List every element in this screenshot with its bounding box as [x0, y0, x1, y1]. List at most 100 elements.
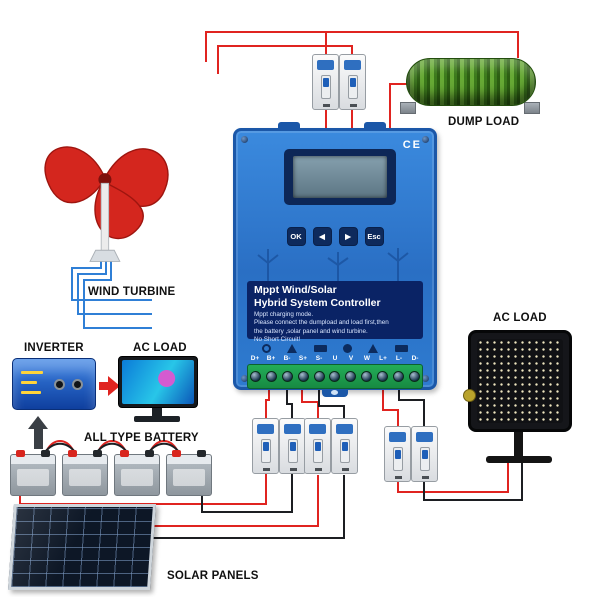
dump-load-coil [406, 58, 536, 106]
dump-load [398, 56, 546, 114]
positive-terminal-icon [120, 450, 129, 457]
battery-sticker [173, 469, 205, 486]
terminal-label: L+ [379, 355, 387, 362]
esc-button[interactable]: Esc [364, 227, 384, 246]
warning-icon [368, 343, 379, 353]
terminal-label: U [332, 355, 338, 362]
mount-tab [364, 122, 386, 131]
breaker-toggle-icon [420, 447, 430, 471]
terminal-screw [361, 371, 373, 382]
led-panel-foot [486, 456, 552, 463]
breaker-pole [331, 418, 358, 474]
terminal-screw [345, 371, 357, 382]
monitor-screen [122, 360, 194, 404]
mount-tab [278, 122, 300, 131]
turbine-base [89, 249, 121, 262]
outlet-icon [54, 379, 65, 390]
ce-mark: CE [402, 139, 422, 151]
breaker-pole [411, 426, 438, 482]
controller-buttons: OK ◀ ▶ Esc [236, 227, 434, 246]
mount-tab [322, 387, 348, 397]
turbine-phase-wires [71, 250, 152, 329]
negative-terminal-icon [197, 450, 206, 457]
negative-terminal-icon [93, 450, 102, 457]
controller-title-line1: Mppt Wind/Solar [254, 284, 337, 296]
status-icons-row [254, 342, 416, 354]
lamp-icon [343, 343, 353, 353]
controller-title-line2: Hybrid System Controller [254, 296, 381, 309]
battery-icon [313, 344, 327, 352]
breaker-toggle-icon [393, 447, 403, 471]
negative-terminal-icon [41, 450, 50, 457]
dump-load-bracket [524, 102, 540, 114]
positive-terminal-icon [172, 450, 181, 457]
battery [166, 450, 212, 496]
breaker-pole [304, 418, 331, 474]
controller-info-line1: Mppt charging mode. [254, 311, 314, 319]
terminal-label: S+ [298, 355, 308, 362]
dump-load-label: DUMP LOAD [448, 116, 520, 128]
sun-icon [262, 343, 272, 353]
right-arrow-button[interactable]: ▶ [338, 227, 358, 246]
controller-info-line2: Please connect the dumpload and load fir… [254, 319, 389, 327]
battery-sticker [17, 469, 49, 486]
breaker-toggle-icon [348, 75, 358, 99]
solar-cell-grid [11, 507, 153, 587]
controller-info-line3: the battery ,solar panel and wind turbin… [254, 327, 368, 335]
terminal-label: D- [411, 355, 419, 362]
inverter-detail [21, 391, 41, 394]
terminal-screw [250, 371, 262, 382]
screw-icon [241, 136, 248, 143]
screw-icon [422, 375, 429, 382]
inverter-detail [21, 371, 43, 374]
terminal-label: B+ [266, 355, 276, 362]
wind-turbine-graphic [44, 146, 169, 262]
breaker-pole [312, 54, 339, 110]
ac-load-right-label: AC LOAD [493, 312, 547, 324]
breaker-pole [279, 418, 306, 474]
terminal-label: V [348, 355, 354, 362]
left-arrow-button[interactable]: ◀ [312, 227, 332, 246]
solar-panel [8, 504, 157, 590]
ok-button[interactable]: OK [286, 227, 306, 246]
battery [114, 450, 160, 496]
terminal-label: L- [395, 355, 403, 362]
battery-breaker [252, 418, 306, 474]
battery [10, 450, 56, 496]
breaker-toggle-icon [313, 439, 323, 463]
inverter [12, 358, 96, 410]
terminal-screw [313, 371, 325, 382]
battery-sticker [121, 469, 153, 486]
screw-icon [241, 375, 248, 382]
controller-title-panel: Mppt Wind/Solar Hybrid System Controller… [247, 281, 423, 343]
terminal-label: D+ [250, 355, 260, 362]
breaker-pole [384, 426, 411, 482]
breaker-toggle-icon [321, 75, 331, 99]
controller-info-line4: No Short Circuit! [254, 335, 301, 343]
monitor-neck [152, 408, 162, 416]
breaker-pole [252, 418, 279, 474]
terminal-labels: D+ B+ B- S+ S- U V W L+ L- D- [247, 355, 423, 362]
breaker-toggle-icon [340, 439, 350, 463]
dump-load-breaker [312, 54, 366, 110]
turbine-hub [98, 173, 112, 187]
battery-label: ALL TYPE BATTERY [84, 432, 199, 444]
solar-breaker [304, 418, 358, 474]
inverter-label: INVERTER [24, 342, 84, 354]
solar-panels-label: SOLAR PANELS [167, 570, 259, 582]
negative-terminal-icon [145, 450, 154, 457]
ac-load-left-label: AC LOAD [133, 342, 187, 354]
black-wires [44, 380, 523, 539]
monitor [118, 356, 198, 408]
terminal-screw [408, 371, 420, 382]
terminal-label: B- [283, 355, 291, 362]
positive-terminal-icon [68, 450, 77, 457]
inverter-detail [21, 381, 37, 384]
terminal-screw [297, 371, 309, 382]
right-arrow-icon [99, 376, 121, 396]
turbine-blade-left [44, 146, 106, 204]
breaker-pole [339, 54, 366, 110]
led-panel-light [463, 330, 572, 432]
